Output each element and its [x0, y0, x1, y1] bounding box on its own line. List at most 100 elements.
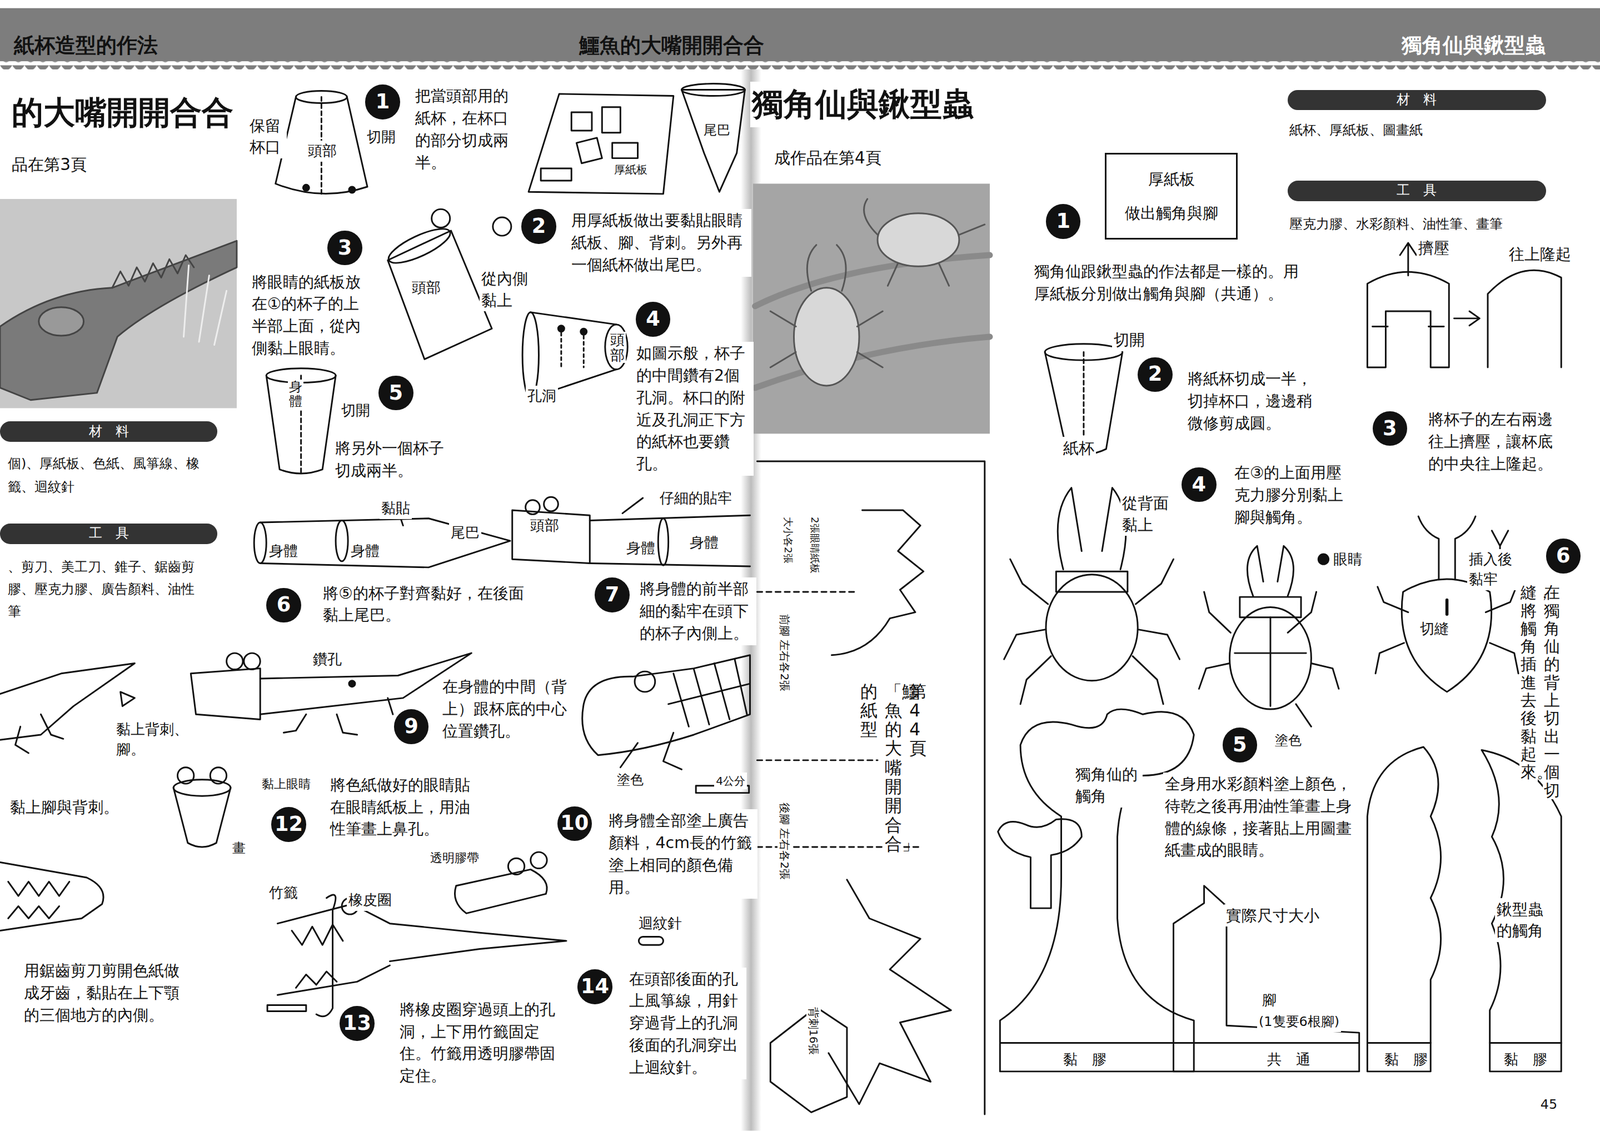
- node-text: 做出觸角與腳: [1124, 203, 1219, 224]
- callout-number: 4: [645, 308, 661, 330]
- step-number: 4: [635, 301, 671, 337]
- step10-crocodile: [582, 655, 751, 794]
- callout-number: 7: [605, 584, 620, 606]
- step-text: 如圖示般，杯子的中間鑽有2個孔洞。杯口的附近及孔洞正下方的紙杯也要鑽孔。: [634, 341, 754, 476]
- text-label: 黏上背刺、腳。: [114, 719, 194, 761]
- step-number: 13: [339, 1005, 375, 1041]
- callout-number: 14: [580, 976, 610, 998]
- step1-cup: [275, 90, 368, 194]
- text-label: 頭部: [609, 331, 626, 364]
- step-text: 用鋸齒剪刀剪開色紙做成牙齒，黏貼在上下顎的三個地方的內側。: [22, 959, 189, 1027]
- node-text: 厚紙板: [1148, 169, 1195, 190]
- step-text: 縫，將觸角插進去後黏起來。: [1519, 583, 1538, 781]
- step5-cup: [266, 368, 336, 475]
- text-label: 黏 膠: [1382, 1049, 1430, 1071]
- step-number: 12: [271, 806, 306, 842]
- step-text: 將色紙做好的眼睛貼在眼睛紙板上，用油性筆畫上鼻孔。: [328, 773, 480, 841]
- section-bar: 材 料: [1287, 90, 1547, 111]
- step-text: 在獨角仙的背上切出一個切: [1542, 583, 1562, 800]
- text-label: 腳: [1260, 989, 1279, 1011]
- text-label: 竹籤: [267, 882, 300, 904]
- text-label: 2張眼睛紙板: [808, 515, 822, 576]
- text-label: 品在第3頁: [10, 152, 89, 177]
- step4-cup: [522, 312, 628, 398]
- photo-right: [753, 183, 990, 434]
- text-label: 4公分: [714, 772, 747, 790]
- text-label: 頭部: [410, 277, 443, 299]
- step-number: 2: [1137, 357, 1173, 392]
- text-label: 筆: [6, 601, 23, 622]
- text-label: 實際尺寸大小: [1224, 904, 1322, 927]
- step-text: 將紙杯切成一半，切掉杯口，邊邊稍微修剪成圓。: [1185, 367, 1321, 435]
- step-number: 7: [594, 577, 630, 612]
- text-label: 畫: [230, 838, 248, 859]
- step-text: 把當頭部用的紙杯，在杯口的部分切成兩半。: [413, 84, 517, 174]
- callout-number: 4: [1192, 474, 1207, 496]
- step-number: 3: [327, 230, 362, 266]
- text-label: 籤、迴紋針: [6, 477, 77, 497]
- callout-number: 6: [276, 594, 292, 616]
- section-bar: 材 料: [0, 421, 218, 442]
- beetle-slit: [1375, 516, 1519, 692]
- step-number: 3: [1372, 411, 1408, 446]
- callout-number: 3: [337, 237, 353, 259]
- step-text: 將另外一個杯子切成兩半。: [333, 436, 453, 483]
- text-label: 、剪刀、美工刀、錐子、鋸齒剪: [6, 557, 197, 577]
- page-title: 獨角仙與鍬型蟲: [750, 81, 976, 128]
- callout-number: 3: [1382, 418, 1398, 440]
- step-number: 1: [365, 84, 400, 119]
- text-label: 黏上眼睛: [260, 775, 313, 794]
- text-label: 的紙型: [859, 681, 879, 740]
- step-text: 用厚紙板做出要黏貼眼睛紙板、腳、背刺。另外再一個紙杯做出尾巴。: [569, 208, 752, 277]
- callout-number: 9: [404, 716, 419, 737]
- page-title: 的大嘴開開合合: [10, 90, 236, 136]
- text-label: 壓克力膠、水彩顏料、油性筆、畫筆: [1287, 214, 1505, 234]
- text-label: 塗色: [1273, 730, 1304, 751]
- text-label: 大小各2張: [781, 515, 795, 566]
- stag-beetle: [1004, 487, 1180, 705]
- step-text: 將眼睛的紙板放在①的杯子的上半部上面，從內側黏上眼睛。: [250, 270, 370, 361]
- node-text: 工 具: [1396, 183, 1437, 198]
- text-label: 鑽孔: [311, 649, 344, 671]
- step-number: 6: [1546, 538, 1581, 573]
- node-text: 材 料: [1396, 93, 1437, 107]
- callout-number: 2: [1148, 364, 1163, 385]
- callout-number: 1: [1055, 211, 1071, 232]
- text-label: 往上隆起: [1507, 242, 1573, 266]
- step2-cardboard: [528, 83, 745, 194]
- step-text: 將杯子的左右兩邊往上擠壓，讓杯底的中央往上隆起。: [1426, 407, 1562, 476]
- step-text: 獨角仙跟鍬型蟲的作法都是一樣的。用厚紙板分別做出觸角與腳（共通）。: [1032, 260, 1310, 306]
- step-number: 6: [266, 587, 301, 623]
- text-label: 獨角仙的觸角: [1073, 763, 1143, 807]
- text-label: 黏 膠: [1502, 1049, 1549, 1071]
- text-label: 背刺16張: [805, 1005, 821, 1057]
- step12-head: [173, 767, 231, 847]
- text-label: 黏上腳與背刺。: [8, 795, 121, 819]
- callout-number: 5: [389, 382, 404, 404]
- text-label: 頭部: [306, 140, 339, 162]
- step-text: 將身體的前半部細的黏牢在頭下的杯子內側上。: [637, 577, 757, 645]
- text-label: 尾巴: [449, 522, 482, 544]
- step-text: 將⑤的杯子對齊黏好，在後面黏上尾巴。: [321, 581, 536, 628]
- text-label: 身體: [688, 532, 721, 554]
- callout-number: 12: [274, 814, 303, 835]
- text-label: 切縫: [1418, 618, 1451, 640]
- note-box: 厚紙板做出觸角與腳: [1104, 152, 1238, 240]
- page-header: 鱷魚的大嘴開開合合: [577, 30, 766, 61]
- text-label: 從內側黏上: [479, 267, 534, 312]
- step-text: 全身用水彩顏料塗上顏色，待乾之後再用油性筆畫上身體的線條，接著貼上用圖畫紙畫成的…: [1163, 772, 1362, 862]
- step-text: 在③的上面用壓克力膠分別黏上腳與觸角。: [1232, 461, 1352, 529]
- text-label: 成作品在第4頁: [772, 146, 884, 171]
- text-label: 眼睛: [1331, 549, 1364, 571]
- step-number: 9: [394, 709, 429, 744]
- text-label: 橡皮圈: [346, 889, 394, 911]
- text-label: 仔細的貼牢: [658, 487, 734, 510]
- text-label: 膠、壓克力膠、廣告顏料、油性: [6, 579, 197, 600]
- text-label: 尾巴: [701, 120, 732, 141]
- text-label: 保留杯口: [247, 114, 287, 159]
- text-label: 擠壓: [1416, 236, 1452, 260]
- step-number: 1: [1045, 203, 1081, 239]
- text-label: 個)、厚紙板、色紙、風箏線、橡: [6, 454, 202, 474]
- text-label: 插入後黏牢: [1467, 549, 1518, 591]
- text-label: 紙杯: [1061, 436, 1096, 460]
